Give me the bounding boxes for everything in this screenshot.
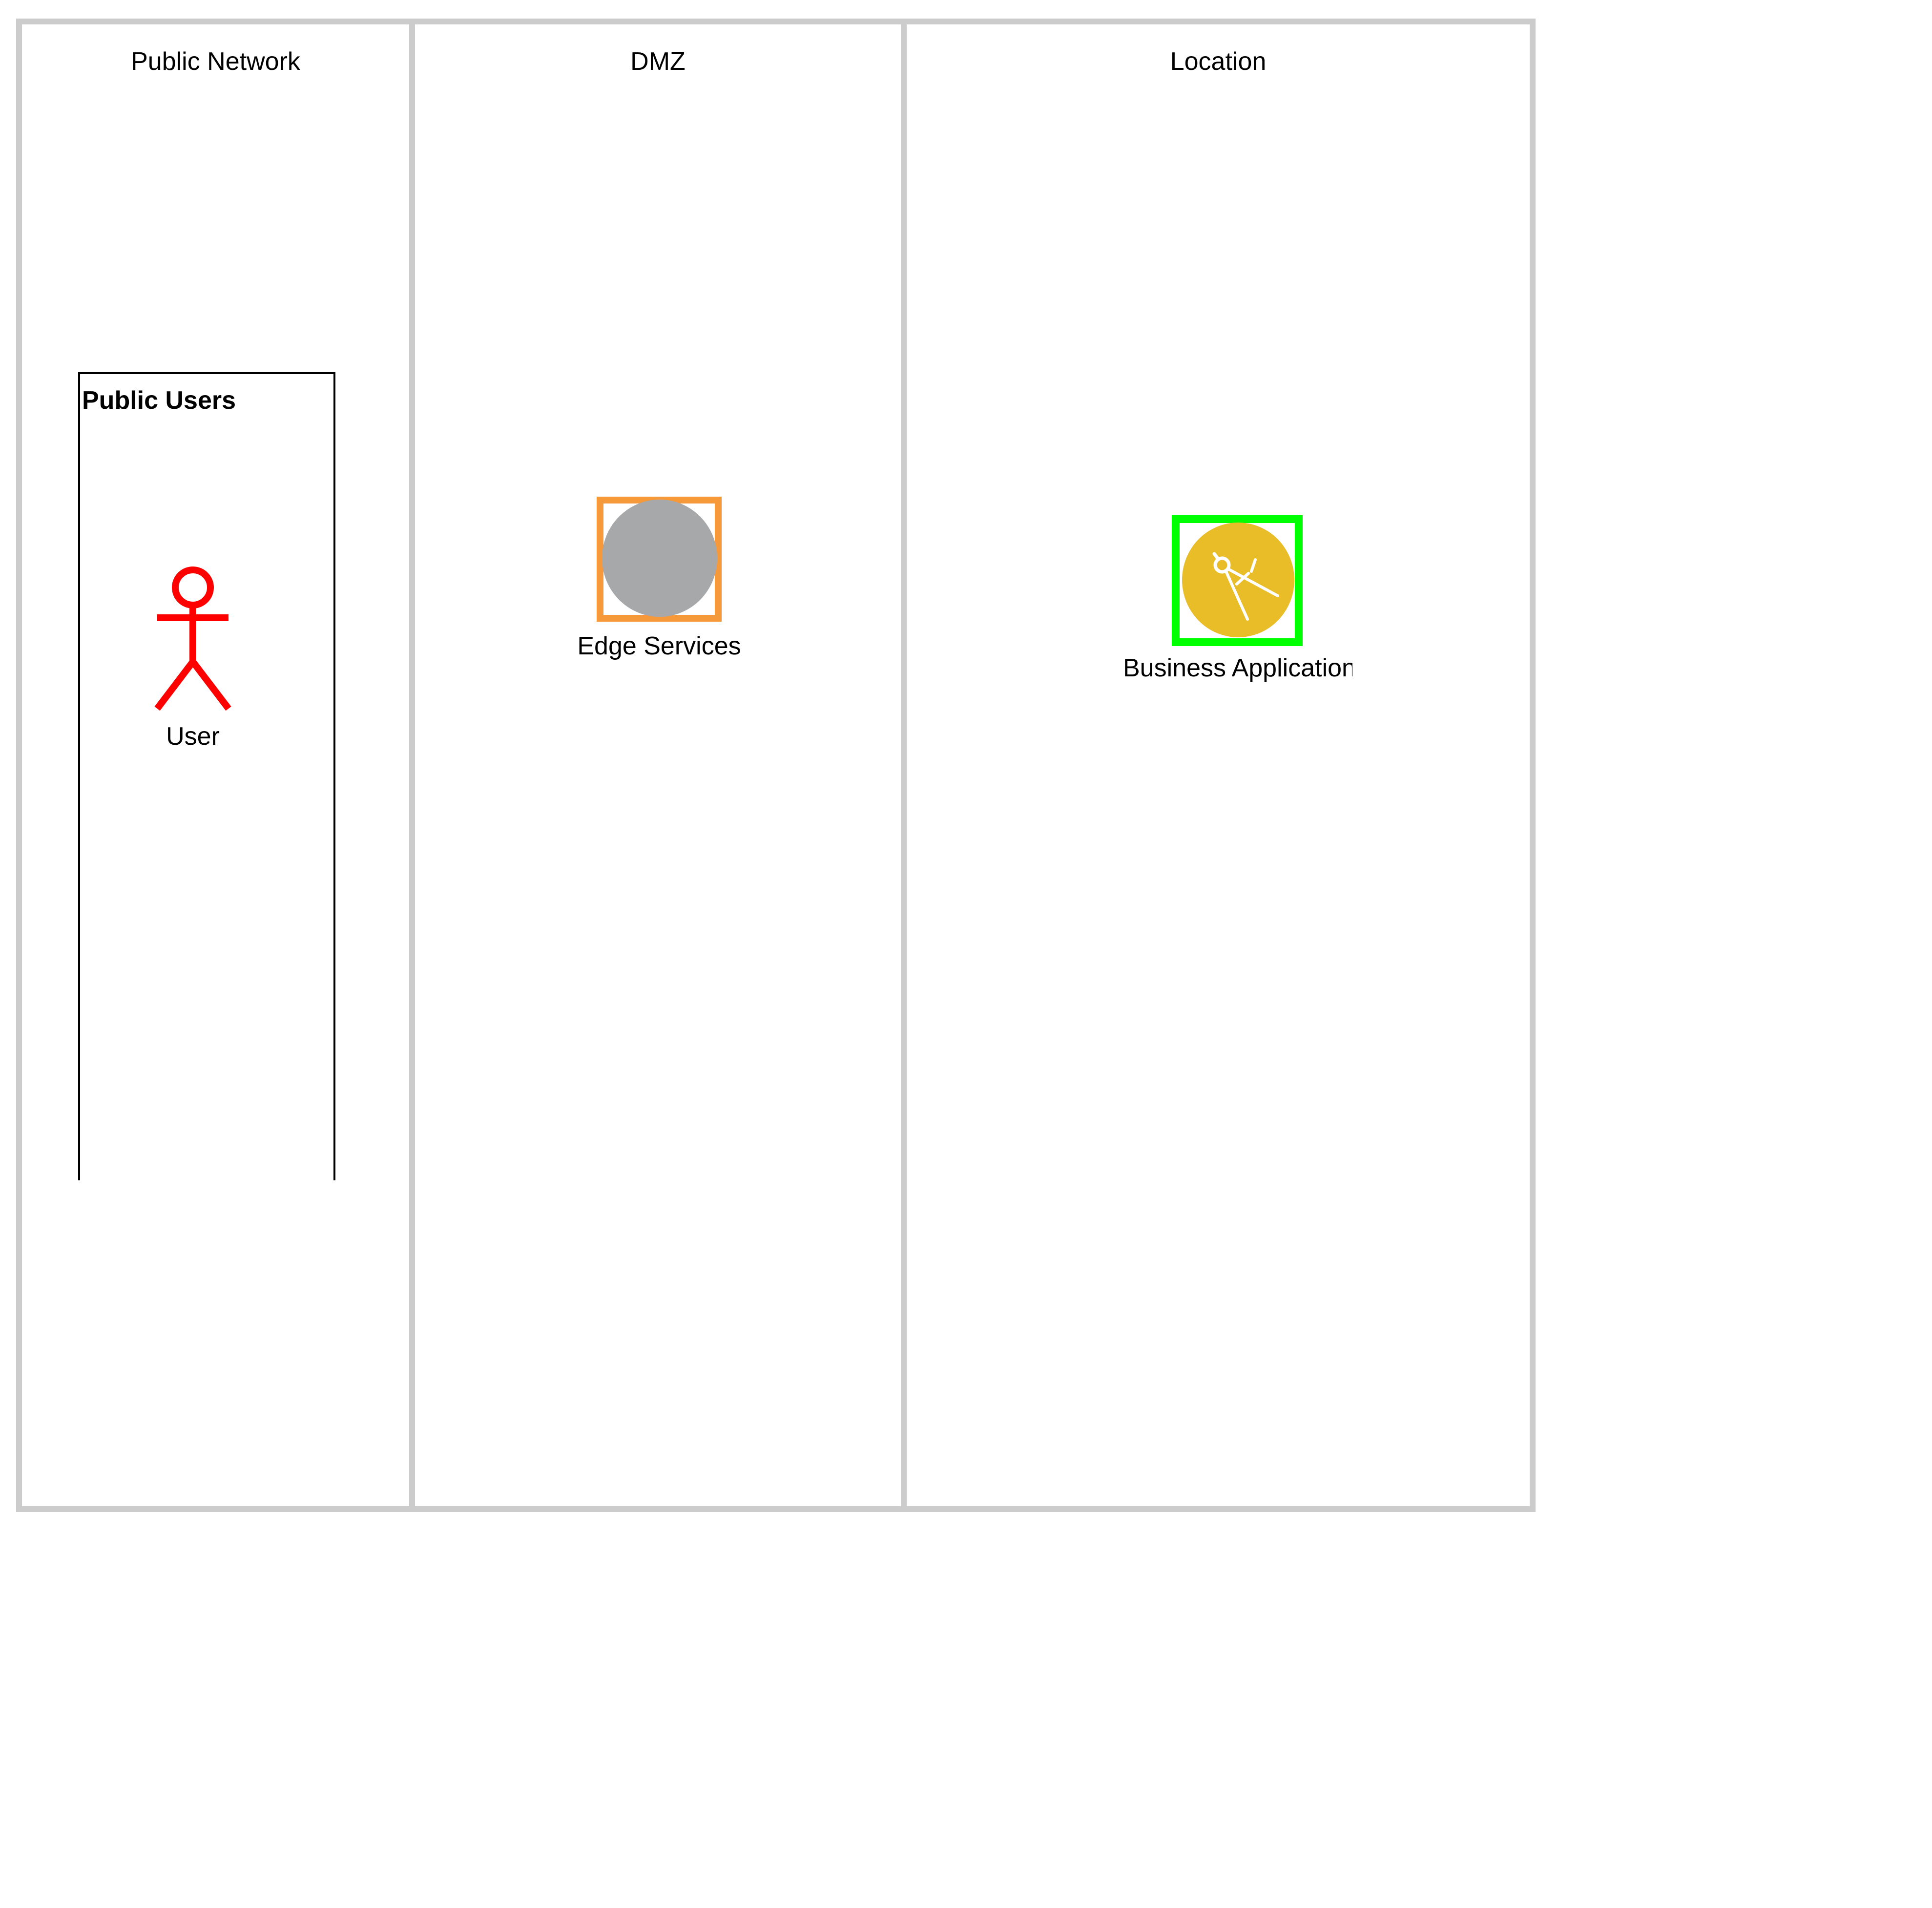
zone-title-location: Location: [1170, 47, 1267, 76]
public-users-group[interactable]: [78, 372, 335, 1180]
actor-head: [172, 566, 214, 608]
business-application-label-clip: Business Application: [1118, 653, 1352, 688]
gray-circle-icon: [602, 500, 717, 617]
zone-location[interactable]: [901, 19, 1536, 1512]
zone-title-public-network: Public Network: [131, 47, 300, 76]
zone-title-dmz: DMZ: [630, 47, 686, 76]
actor-right-leg: [190, 659, 231, 711]
actor-icon[interactable]: [151, 564, 234, 713]
user-label: User: [166, 722, 220, 751]
edge-services-label: Edge Services: [577, 632, 741, 660]
business-application-label: Business Application: [1123, 654, 1352, 682]
actor-left-leg: [154, 659, 196, 711]
zone-dmz[interactable]: [409, 19, 907, 1512]
compass-icon: [1212, 552, 1279, 621]
public-users-group-title: Public Users: [82, 386, 236, 415]
business-application-circle: [1182, 523, 1294, 637]
